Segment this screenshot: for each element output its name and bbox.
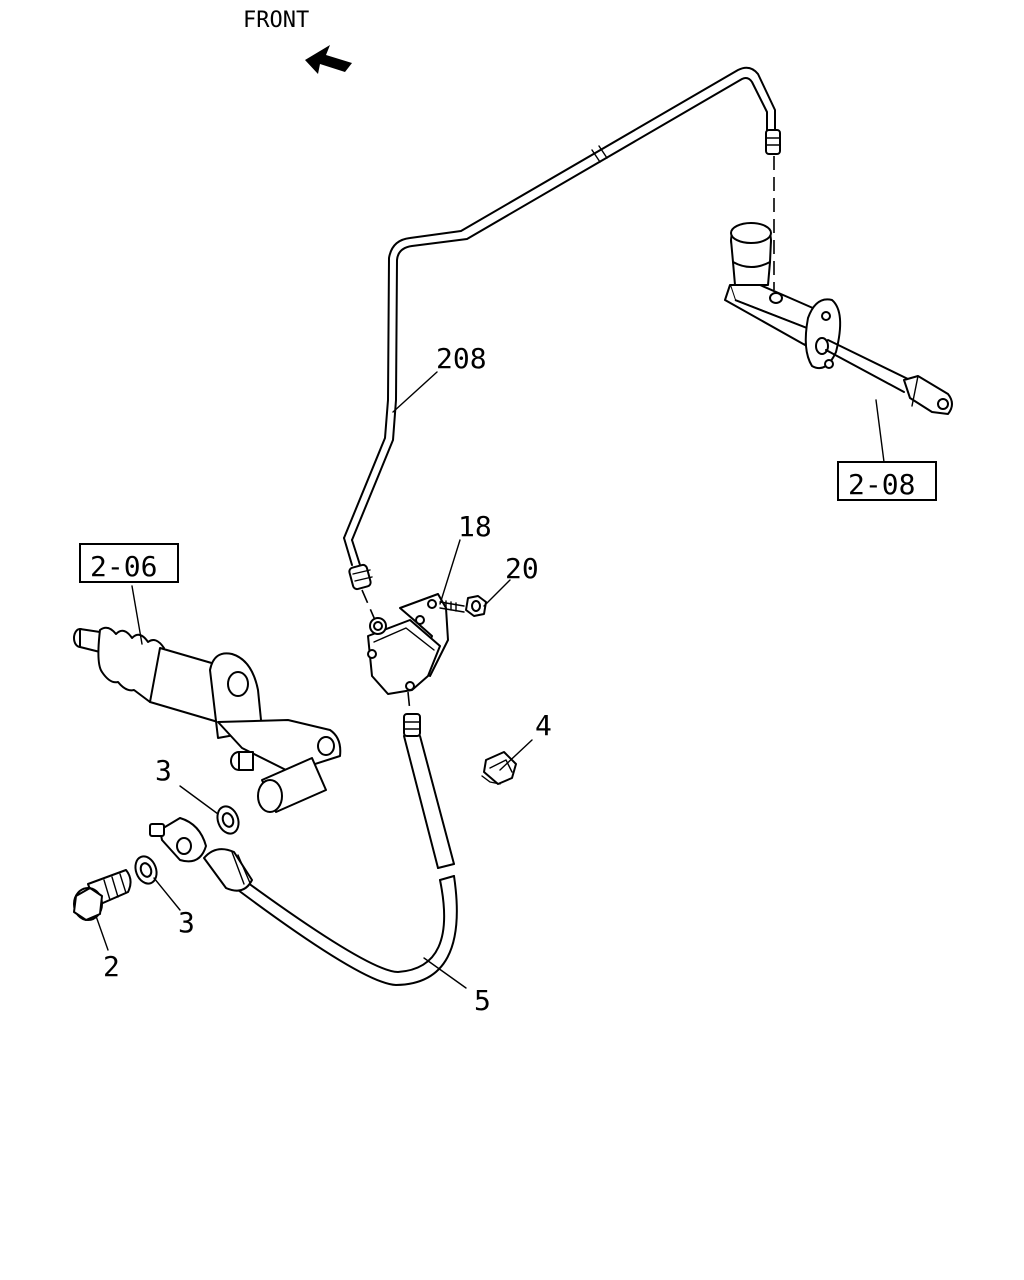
callout-washer-upper: 3 [155, 754, 172, 787]
leader-pipe [392, 371, 438, 413]
callout-washer-lower: 3 [178, 906, 195, 939]
hose-clip [481, 751, 517, 785]
callout-master-cylinder-ref: 2-08 [848, 468, 915, 501]
leader-bracket [439, 539, 461, 605]
callout-bracket: 18 [458, 510, 492, 543]
clutch-hose [149, 713, 458, 986]
callout-bolt: 2 [103, 950, 120, 983]
leader-clip [499, 739, 533, 771]
pipe-fitting-upper [765, 129, 781, 155]
arrow-up-left-icon [305, 45, 352, 74]
leader-hose [423, 957, 467, 989]
washer-lower [134, 855, 158, 885]
leader-master-cylinder [875, 399, 885, 463]
banjo-bolt [73, 869, 132, 921]
clutch-slave-cylinder [73, 626, 342, 813]
clutch-master-cylinder [724, 222, 953, 415]
clutch-pipe-bracket [367, 593, 449, 695]
pipe-fitting-lower [348, 563, 373, 591]
connection-line [407, 691, 411, 713]
callout-nut: 20 [505, 552, 539, 585]
leader-nut [483, 579, 511, 607]
callout-pipe: 208 [436, 342, 487, 375]
leader-washer-upper [179, 785, 219, 815]
leader-bolt [95, 915, 109, 951]
front-label: FRONT [243, 8, 309, 33]
clutch-pipe [343, 66, 776, 566]
leader-slave-cylinder [131, 585, 143, 645]
connection-line [361, 589, 376, 621]
leader-washer-lower [153, 877, 181, 911]
callout-clip: 4 [535, 709, 552, 742]
nut [465, 595, 487, 617]
callout-slave-cylinder-ref: 2-06 [90, 550, 157, 583]
callout-hose: 5 [474, 984, 491, 1017]
ref-box-slave [79, 543, 179, 583]
stud-bolt [439, 600, 465, 613]
ref-box-master [837, 461, 937, 501]
washer-upper [216, 805, 240, 835]
